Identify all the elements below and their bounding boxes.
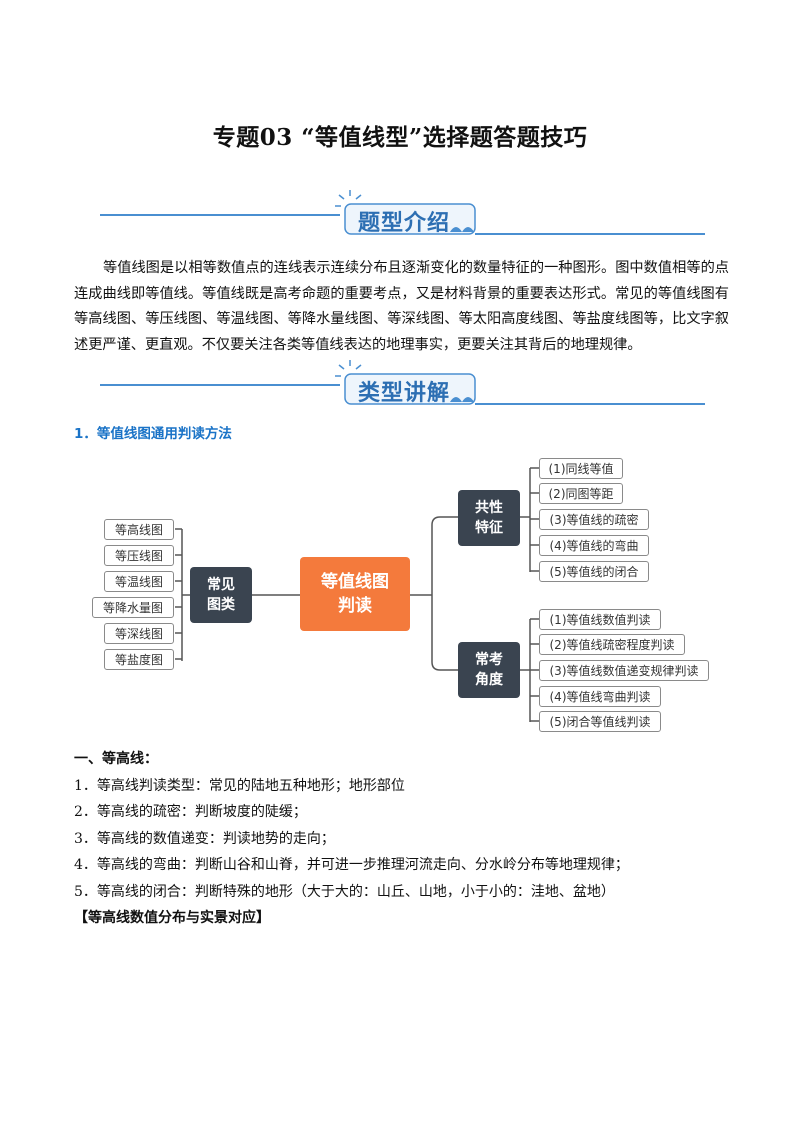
node-common-map-types: 常见 图类 [190,567,252,623]
section-banner-types: 类型讲解 [100,358,705,410]
feature-item: (3)等值线的疏密 [539,509,649,530]
banner-decoration [100,360,705,405]
angle-item: (5)闭合等值线判读 [539,711,661,732]
map-type-item: 等盐度图 [104,649,174,670]
node-label: 判读 [338,596,372,616]
node-label: 常考 [475,652,503,668]
page-title: 专题03 “等值线型”选择题答题技巧 [212,124,588,151]
contour-list-item: 4．等高线的弯曲：判断山谷和山脊，并可进一步推理河流走向、分水岭分布等地理规律； [74,857,629,873]
node-label: 常见 [207,577,235,593]
contour-list-item: 2．等高线的疏密：判断坡度的陡缓； [74,804,307,820]
feature-item: (1)同线等值 [539,458,623,479]
node-label: 角度 [475,672,503,688]
angle-item: (1)等值线数值判读 [539,609,661,630]
banner-decoration [100,190,705,235]
node-label: 图类 [207,597,235,613]
node-common-angles: 常考 角度 [458,642,520,698]
map-type-item: 等高线图 [104,519,174,540]
node-label: 等值线图 [321,572,389,592]
section-banner-intro: 题型介绍 [100,188,705,240]
node-label: 特征 [475,520,503,536]
map-type-item: 等降水量图 [92,597,174,618]
mindmap-connectors [175,467,539,722]
section-heading: 1．等值线图通用判读方法 [74,426,232,442]
banner-intro-label: 题型介绍 [358,211,451,236]
map-type-item: 等压线图 [104,545,174,566]
feature-item: (4)等值线的弯曲 [539,535,649,556]
feature-item: (5)等值线的闭合 [539,561,649,582]
banner-types-label: 类型讲解 [358,381,451,406]
mindmap-diagram: 等高线图 等压线图 等温线图 等降水量图 等深线图 等盐度图 常见 图类 等值线… [0,450,800,740]
node-label: 共性 [475,500,503,516]
node-center-topic: 等值线图 判读 [300,557,410,631]
angle-item: (2)等值线疏密程度判读 [539,634,685,655]
contour-heading: 一、等高线： [74,751,158,767]
angle-item: (4)等值线弯曲判读 [539,686,661,707]
intro-paragraph: 等值线图是以相等数值点的连线表示连续分布且逐渐变化的数量特征的一种图形。图中数值… [74,260,729,353]
contour-subheading: 【等高线数值分布与实景对应】 [74,910,270,926]
map-type-item: 等深线图 [104,623,174,644]
node-common-features: 共性 特征 [458,490,520,546]
angle-item: (3)等值线数值递变规律判读 [539,660,709,681]
map-type-item: 等温线图 [104,571,174,592]
contour-list-item: 5．等高线的闭合：判断特殊的地形（大于大的：山丘、山地，小于小的：洼地、盆地） [74,883,615,900]
feature-item: (2)同图等距 [539,483,623,504]
contour-list-item: 3．等高线的数值递变：判读地势的走向； [74,830,335,847]
contour-list-item: 1．等高线判读类型：常见的陆地五种地形；地形部位 [74,777,405,794]
contour-section: 一、等高线： 1．等高线判读类型：常见的陆地五种地形；地形部位 2．等高线的疏密… [74,746,734,932]
